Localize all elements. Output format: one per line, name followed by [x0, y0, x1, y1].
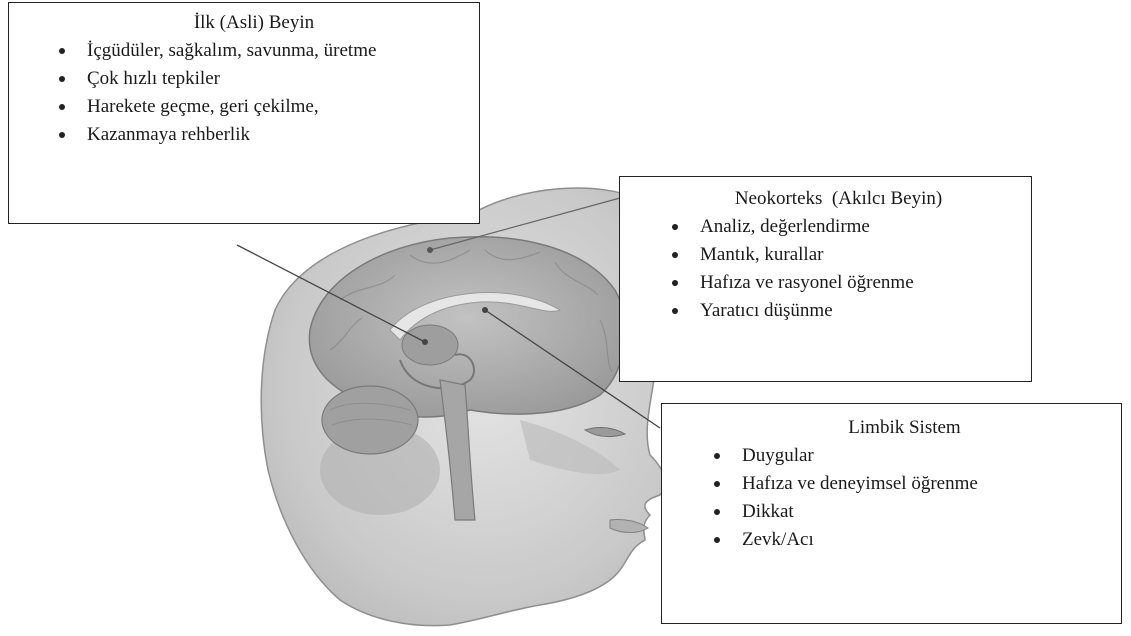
list-item: Dikkat [704, 498, 1105, 526]
list-item: Mantık, kurallar [662, 241, 1015, 269]
list-item: Zevk/Acı [704, 526, 1105, 554]
pointer-dot-neocortex [427, 247, 433, 253]
pointer-dot-limbic [482, 307, 488, 313]
primitive-brain-title: İlk (Asli) Beyin [49, 9, 459, 37]
list-item: Harekete geçme, geri çekilme, [49, 93, 459, 121]
list-item: Çok hızlı tepkiler [49, 65, 459, 93]
list-item: Hafıza ve deneyimsel öğrenme [704, 470, 1105, 498]
neocortex-list: Analiz, değerlendirme Mantık, kurallar H… [662, 213, 1015, 325]
list-item: Analiz, değerlendirme [662, 213, 1015, 241]
list-item: İçgüdüler, sağkalım, savunma, üretme [49, 37, 459, 65]
neocortex-title: Neokorteks (Akılcı Beyin) [662, 185, 1015, 213]
thalamus [402, 325, 458, 365]
neocortex-box: Neokorteks (Akılcı Beyin) Analiz, değerl… [619, 176, 1032, 382]
limbic-system-title: Limbik Sistem [704, 414, 1105, 442]
cerebellum [322, 386, 418, 454]
list-item: Yaratıcı düşünme [662, 297, 1015, 325]
limbic-system-box: Limbik Sistem Duygular Hafıza ve deneyim… [661, 403, 1122, 624]
list-item: Kazanmaya rehberlik [49, 121, 459, 149]
limbic-system-list: Duygular Hafıza ve deneyimsel öğrenme Di… [704, 442, 1105, 554]
primitive-brain-box: İlk (Asli) Beyin İçgüdüler, sağkalım, sa… [8, 2, 480, 224]
pointer-dot-primitive [422, 339, 428, 345]
list-item: Duygular [704, 442, 1105, 470]
primitive-brain-list: İçgüdüler, sağkalım, savunma, üretme Çok… [49, 37, 459, 149]
list-item: Hafıza ve rasyonel öğrenme [662, 269, 1015, 297]
